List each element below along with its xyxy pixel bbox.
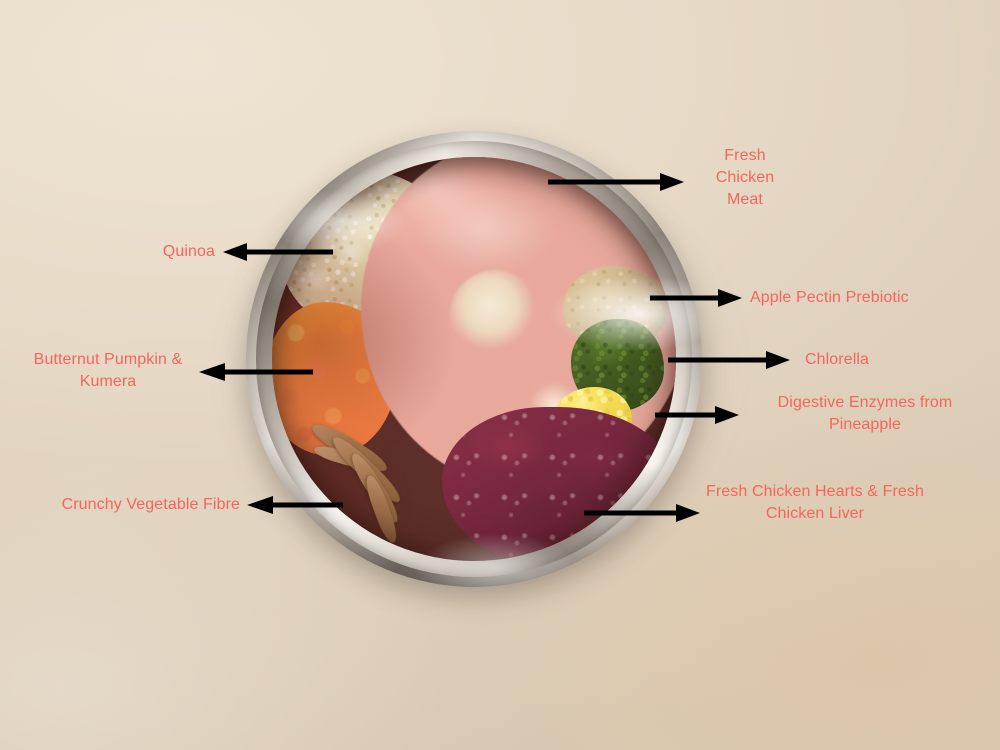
label-apple-pectin: Apple Pectin Prebiotic <box>750 289 909 306</box>
bowl-interior <box>272 157 676 561</box>
label-butternut-kumera: Butternut Pumpkin & Kumera <box>33 351 183 390</box>
organ-meat-gloss <box>441 407 676 561</box>
label-chicken-meat: Fresh Chicken Meat <box>715 147 775 208</box>
ingredient-chicken-organs <box>441 407 676 561</box>
stainless-steel-pet-bowl <box>246 131 702 587</box>
label-quinoa: Quinoa <box>162 243 215 260</box>
label-chlorella: Chlorella <box>805 351 870 368</box>
chicken-fat-piece <box>449 270 539 359</box>
ingredient-vegetable-fibre <box>304 418 441 553</box>
label-vegetable-fibre: Crunchy Vegetable Fibre <box>61 496 240 513</box>
label-chicken-organs: Fresh Chicken Hearts & Fresh Chicken Liv… <box>706 483 924 522</box>
label-digestive-enzymes: Digestive Enzymes from Pineapple <box>777 394 953 433</box>
